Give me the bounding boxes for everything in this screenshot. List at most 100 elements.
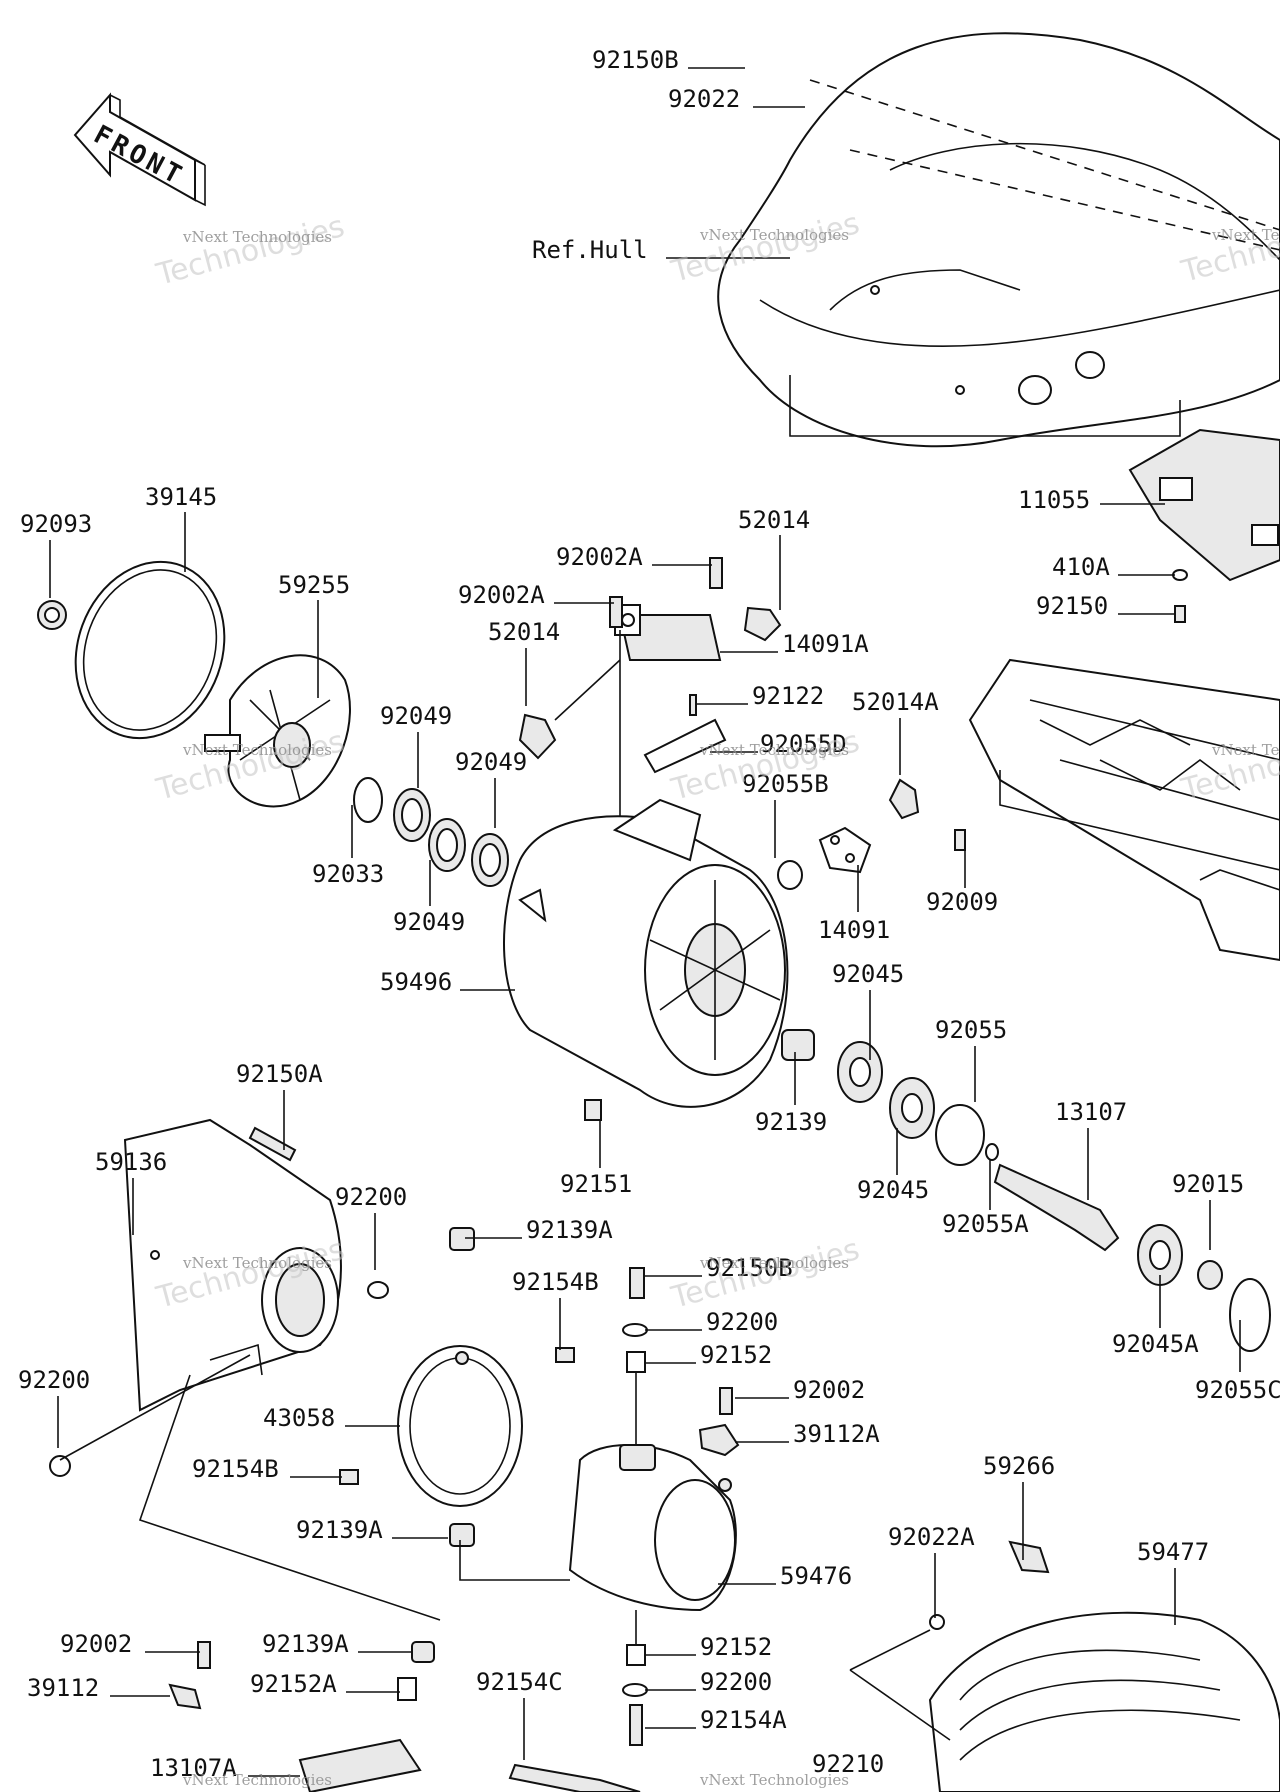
callout-label-c-92022A: 92022A — [888, 1523, 975, 1551]
callout-label-c-92049-3: 92049 — [393, 908, 465, 936]
callout-label-c-39145: 39145 — [145, 483, 217, 511]
part-92002A-bolts — [609, 557, 723, 628]
part-92150A-bolt — [248, 1126, 297, 1162]
part-92154C-rod — [508, 1763, 641, 1792]
callout-label-c-92152-1: 92152 — [700, 1341, 772, 1369]
part-14091-plate — [818, 826, 872, 874]
callout-label-c-59136: 59136 — [95, 1148, 167, 1176]
callout-label-c-92022-top: 92022 — [668, 85, 740, 113]
part-92002-bolts — [197, 1387, 733, 1669]
part-92022A-washer — [929, 1614, 945, 1630]
callout-label-c-92002A-2: 92002A — [458, 581, 545, 609]
watermark-4-small: vNext Technologies — [699, 741, 849, 759]
front-direction-arrow: FRONT — [73, 92, 206, 207]
part-13107A-link — [298, 1738, 422, 1792]
watermark-1: Technologies — [152, 209, 348, 293]
callout-labels: 92150B92022Ref.Hull11055410A921509209339… — [18, 46, 1280, 1782]
part-92015-nut — [1197, 1260, 1223, 1290]
callout-label-c-92122: 92122 — [752, 682, 824, 710]
callout-label-c-92154C: 92154C — [476, 1668, 563, 1696]
callout-label-c-92055B: 92055B — [742, 770, 829, 798]
part-59266-fitting — [1008, 1540, 1050, 1574]
callout-label-c-39112: 39112 — [27, 1674, 99, 1702]
part-92055D-gasket — [643, 718, 727, 774]
callout-label-c-92015: 92015 — [1172, 1170, 1244, 1198]
callout-label-c-92210: 92210 — [812, 1750, 884, 1778]
callout-label-c-92152A: 92152A — [250, 1670, 337, 1698]
callout-label-c-59255: 59255 — [278, 571, 350, 599]
part-39145-ring — [74, 560, 226, 740]
part-92152A-collar — [397, 1677, 417, 1701]
part-11055-plate — [1128, 428, 1280, 582]
callout-label-c-92055: 92055 — [935, 1016, 1007, 1044]
part-92049-seals — [393, 788, 509, 887]
callout-label-c-59476: 59476 — [780, 1562, 852, 1590]
callout-label-c-92151: 92151 — [560, 1170, 632, 1198]
callout-label-c-92200-3: 92200 — [18, 1366, 90, 1394]
part-92122-pin — [689, 694, 697, 716]
callout-label-c-92139A-1: 92139A — [526, 1216, 613, 1244]
part-92150-bolt — [1174, 605, 1186, 623]
callout-label-c-52014-1: 52014 — [738, 506, 810, 534]
callout-label-c-refhull: Ref.Hull — [532, 236, 648, 264]
part-92093-nut — [37, 600, 67, 630]
callout-label-c-92154B-1: 92154B — [512, 1268, 599, 1296]
part-92200-washers — [49, 1281, 648, 1697]
part-92045-bearings — [837, 1041, 935, 1139]
callout-label-c-11055: 11055 — [1018, 486, 1090, 514]
part-92009-screw — [954, 829, 966, 851]
callout-label-c-92055D: 92055D — [760, 730, 847, 758]
callout-label-c-13107: 13107 — [1055, 1098, 1127, 1126]
callout-label-c-92152-2: 92152 — [700, 1633, 772, 1661]
callout-label-c-92045-2: 92045 — [857, 1176, 929, 1204]
hull-reference-part — [717, 32, 1280, 448]
callout-label-c-92200-4: 92200 — [700, 1668, 772, 1696]
part-92055B-oring — [777, 860, 803, 890]
callout-label-c-92139A-2: 92139A — [296, 1516, 383, 1544]
callout-label-c-92139: 92139 — [755, 1108, 827, 1136]
callout-label-c-92139A-3: 92139A — [262, 1630, 349, 1658]
watermark-9-small: vNext Technologies — [182, 1771, 332, 1789]
callout-label-c-14091A: 14091A — [782, 630, 869, 658]
callout-label-c-14091: 14091 — [818, 916, 890, 944]
callout-label-c-92200-2: 92200 — [706, 1308, 778, 1336]
callout-label-c-92002A-1: 92002A — [556, 543, 643, 571]
part-59255-impeller — [204, 654, 351, 808]
callout-label-c-92045-1: 92045 — [832, 960, 904, 988]
part-92045A-bearing — [1137, 1224, 1183, 1286]
part-13107-shaft — [993, 1163, 1120, 1252]
watermark-10-small: vNext Technologies — [699, 1771, 849, 1789]
watermark-3-small: vNext Technologies — [182, 741, 332, 759]
part-59136-nozzle — [123, 1118, 342, 1412]
part-92055A-oring — [985, 1143, 999, 1161]
part-92055C-oring — [1229, 1278, 1271, 1352]
watermark-8-small: vNext Technologies — [1211, 741, 1280, 759]
part-410A-washer — [1172, 569, 1188, 581]
part-92033-circlip — [353, 777, 383, 823]
callout-label-c-39112A: 39112A — [793, 1420, 880, 1448]
part-59496-pump-case — [502, 798, 789, 1108]
callout-label-c-92150A: 92150A — [236, 1060, 323, 1088]
callout-label-c-92055A: 92055A — [942, 1210, 1029, 1238]
callout-label-c-92049-2: 92049 — [455, 748, 527, 776]
callout-label-c-92002-2: 92002 — [60, 1630, 132, 1658]
watermark-2-small: vNext Technologies — [699, 226, 849, 244]
callout-label-c-92093: 92093 — [20, 510, 92, 538]
part-59476-steering-nozzle — [568, 1444, 737, 1612]
callout-label-c-92002-1: 92002 — [793, 1376, 865, 1404]
callout-label-c-43058: 43058 — [263, 1404, 335, 1432]
callout-label-c-92154A: 92154A — [700, 1706, 787, 1734]
callout-label-c-59477: 59477 — [1137, 1538, 1209, 1566]
part-52014-elbows — [518, 606, 920, 820]
callout-label-c-92150B: 92150B — [592, 46, 679, 74]
callout-label-c-92009: 92009 — [926, 888, 998, 916]
part-39112-lever — [168, 1683, 202, 1710]
part-59477-reverse-bucket — [928, 1611, 1280, 1792]
callout-label-c-59266: 59266 — [983, 1452, 1055, 1480]
part-92150B-bolt-2 — [629, 1267, 645, 1299]
callout-label-c-13107A: 13107A — [150, 1754, 237, 1782]
part-92151-bolt — [584, 1099, 602, 1121]
callout-label-c-92150B-2: 92150B — [706, 1254, 793, 1282]
part-92139-bush — [781, 1029, 815, 1061]
